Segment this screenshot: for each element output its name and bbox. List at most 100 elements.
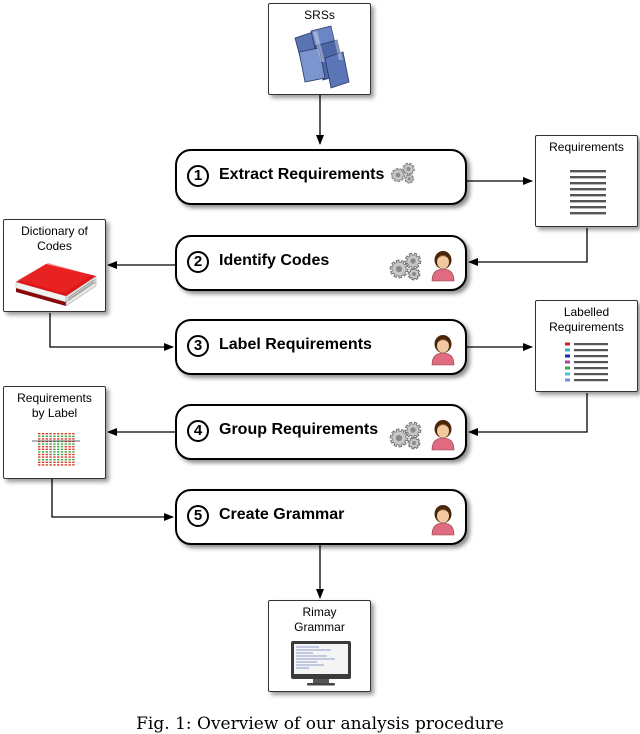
label-dot [53, 459, 56, 461]
label-dot [53, 453, 56, 456]
label-dot [57, 435, 60, 437]
label-dot [68, 446, 71, 448]
requirements-box: Requirements [535, 135, 638, 227]
dictionary-label-line2: Codes [37, 239, 72, 253]
label-dot [49, 446, 52, 448]
label-dot [60, 433, 64, 435]
label-dot [60, 461, 64, 463]
book-icon [15, 263, 97, 307]
label-dot [41, 440, 45, 443]
label-dot [41, 438, 45, 440]
label-dot [60, 440, 64, 443]
label-dot [72, 438, 75, 440]
label-dot [53, 464, 56, 466]
labelled-box: Labelled Requirements [535, 300, 638, 392]
label-dot [60, 464, 64, 466]
label-dot [72, 435, 75, 437]
label-dot [57, 443, 60, 445]
figure-caption: Fig. 1: Overview of our analysis procedu… [136, 714, 504, 734]
label-dot [49, 448, 52, 450]
label-dot [64, 456, 67, 458]
label-dot [49, 456, 52, 458]
label-dot [38, 461, 41, 463]
label-dot [38, 438, 41, 440]
step-number: 1 [187, 165, 209, 187]
label-dot [64, 461, 67, 463]
label-dot [72, 464, 75, 466]
label-dot [45, 453, 48, 456]
person-icon [431, 335, 455, 366]
label-dot [41, 446, 45, 448]
step-identify-codes: 2 Identify Codes [175, 235, 467, 291]
label-dot [68, 448, 71, 450]
by-label-label-line2: by Label [31, 406, 78, 420]
label-dot [72, 440, 75, 443]
label-dot [60, 446, 64, 448]
label-dot [68, 464, 71, 466]
label-dot [64, 440, 67, 443]
label-dot [53, 433, 56, 435]
label-dot [64, 446, 67, 448]
label-dot [57, 461, 60, 463]
label-dot [68, 451, 71, 453]
label-dot [72, 448, 75, 450]
step-number: 4 [187, 420, 209, 442]
label-dot [64, 448, 67, 450]
step-group-requirements: 4 Group Requirements [175, 404, 467, 460]
document-stack-icon [294, 25, 350, 89]
label-dot [72, 433, 75, 435]
label-dot [41, 433, 45, 435]
label-dot [41, 453, 45, 456]
label-dot [45, 438, 48, 440]
requirements-label: Requirements [549, 140, 624, 154]
grouped-dots-icon [32, 433, 80, 466]
label-dot [57, 464, 60, 466]
labelled-label-line2: Requirements [549, 320, 624, 334]
by-label-label-line1: Requirements [17, 391, 92, 405]
label-dot [45, 461, 48, 463]
dictionary-box: Dictionary of Codes [3, 219, 106, 312]
label-dot [68, 433, 71, 435]
label-dot [57, 453, 60, 456]
label-dot [68, 459, 71, 461]
label-dot [45, 448, 48, 450]
label-dot [53, 456, 56, 458]
label-dot [53, 438, 56, 440]
step-label: Create Grammar [219, 506, 345, 523]
arrow-labelled-to-group [468, 393, 588, 436]
arrow-dictionary-to-label [49, 313, 174, 351]
rimay-box: Rimay Grammar [268, 600, 371, 692]
label-dot [49, 451, 52, 453]
label-dot [68, 435, 71, 437]
person-icon [431, 505, 455, 536]
label-dot [57, 446, 60, 448]
label-dot [49, 435, 52, 437]
label-dot [41, 448, 45, 450]
label-dot [41, 461, 45, 463]
label-dot [68, 453, 71, 456]
label-dot [45, 464, 48, 466]
label-dot [45, 456, 48, 458]
rimay-label-line2: Grammar [294, 620, 345, 634]
label-dot [57, 456, 60, 458]
label-dot [41, 435, 45, 437]
arrow-requirements-to-identify [468, 228, 588, 266]
label-dot [72, 443, 75, 445]
label-dot [64, 451, 67, 453]
label-dot [68, 461, 71, 463]
label-dot [38, 453, 41, 456]
label-dot [49, 440, 52, 443]
label-dot [68, 456, 71, 458]
label-dot [64, 433, 67, 435]
label-dot [53, 446, 56, 448]
label-dot [45, 446, 48, 448]
label-dot [49, 464, 52, 466]
label-dot [57, 440, 60, 443]
label-dot [64, 459, 67, 461]
label-dot [64, 443, 67, 445]
label-dot [53, 443, 56, 445]
step-extract-requirements: 1 Extract Requirements [175, 149, 467, 205]
label-dot [41, 459, 45, 461]
label-dot [68, 438, 71, 440]
